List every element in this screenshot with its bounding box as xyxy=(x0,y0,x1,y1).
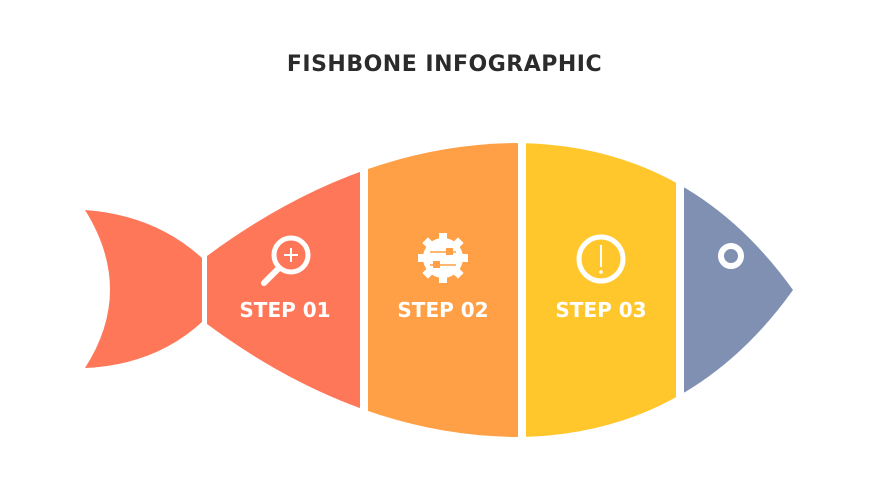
gear-sliders-icon xyxy=(418,233,468,283)
magnifier-plus-icon xyxy=(261,235,311,286)
step-03-label: STEP 03 xyxy=(555,298,647,322)
segment-step-02 xyxy=(368,143,518,437)
exclamation-circle-icon xyxy=(576,234,626,284)
segment-step-03 xyxy=(526,143,676,437)
step-01-label: STEP 01 xyxy=(239,298,331,322)
segment-head xyxy=(684,143,793,437)
fish-tail xyxy=(85,210,202,368)
step-02-label: STEP 02 xyxy=(397,298,489,322)
fish-eye-icon xyxy=(718,243,744,269)
page-title: FISHBONE INFOGRAPHIC xyxy=(286,52,603,77)
segment-step-01 xyxy=(207,143,360,437)
